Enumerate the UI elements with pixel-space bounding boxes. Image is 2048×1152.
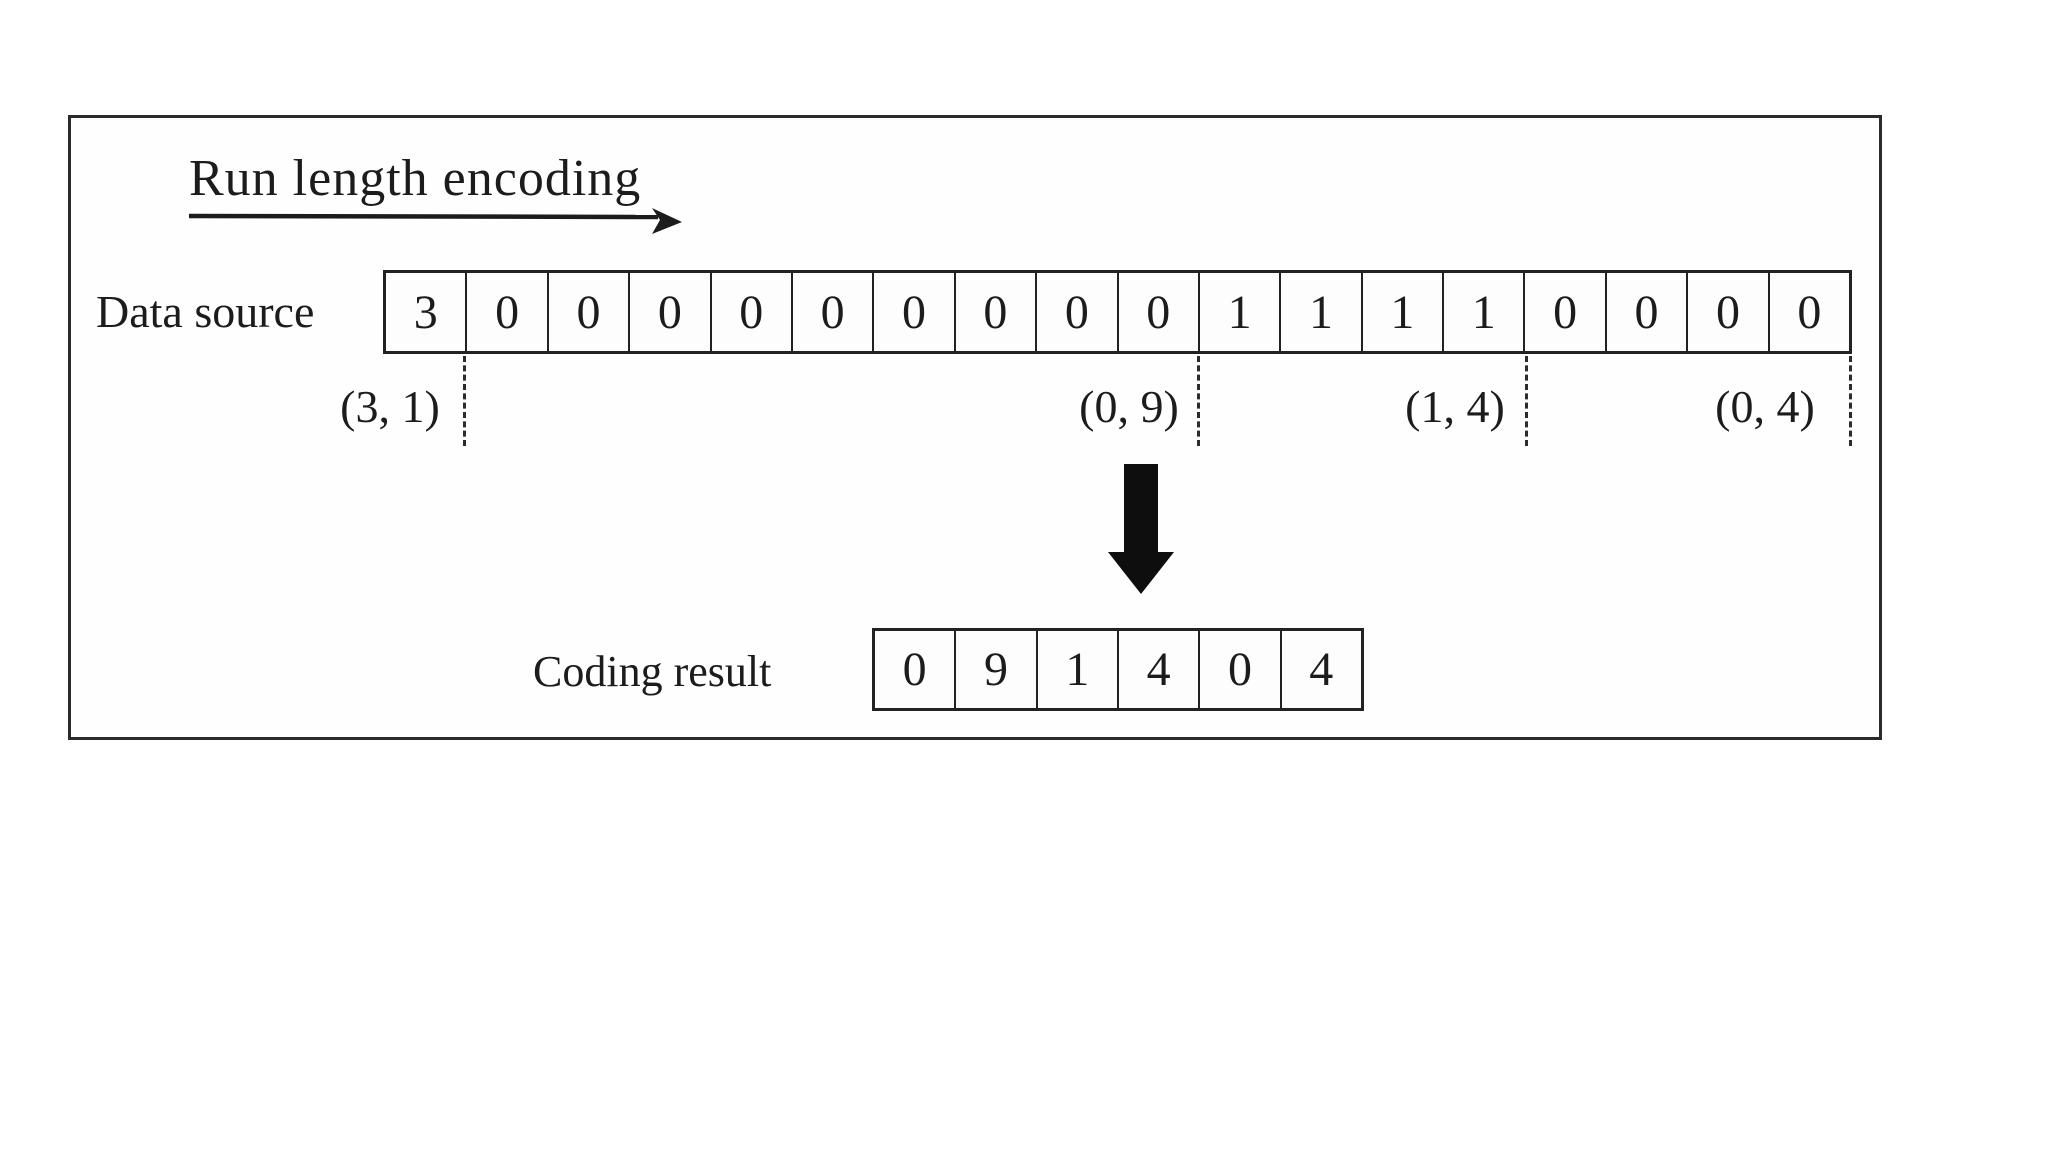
data-source-cell: 0 (1686, 273, 1767, 351)
run-separator-dashed-line (1849, 356, 1852, 446)
run-pair-label-3-1: (3, 1) (340, 381, 440, 432)
data-source-cell: 0 (1604, 273, 1686, 351)
coding-result-cell: 1 (1035, 631, 1117, 708)
run-separator-dashed-line (1525, 356, 1528, 446)
data-source-label: Data source (96, 286, 315, 337)
data-source-cell: 3 (413, 285, 438, 339)
data-source-cell: 1 (1360, 273, 1442, 351)
data-source-cell: 0 (628, 273, 709, 351)
data-source-cell: 0 (1523, 273, 1604, 351)
data-source-cell: 0 (953, 273, 1035, 351)
data-source-cell: 0 (872, 273, 953, 351)
data-source-cell: 0 (465, 273, 546, 351)
right-arrow-icon (188, 208, 682, 234)
coding-result-cell: 0 (1198, 631, 1279, 708)
run-pair-label-1-4: (1, 4) (1405, 381, 1505, 432)
data-source-row: 3 0 0 0 0 0 0 0 0 0 1 1 1 1 0 0 0 0 (383, 270, 1852, 354)
data-source-cell: 0 (790, 273, 872, 351)
down-arrow-icon (1108, 464, 1174, 594)
coding-result-cell: 4 (1116, 631, 1198, 708)
coding-result-cell: 9 (954, 631, 1035, 708)
down-arrow-shaft (1124, 464, 1158, 556)
run-separator-dashed-line (1197, 356, 1200, 446)
run-separator-dashed-line (463, 356, 466, 446)
coding-result-row: 0 9 1 4 0 4 (872, 628, 1364, 711)
data-source-cell: 0 (709, 273, 791, 351)
down-arrow-head (1108, 552, 1174, 594)
data-source-cell: 0 (1116, 273, 1198, 351)
figure-title: Run length encoding (189, 150, 642, 207)
data-source-cell: 0 (1035, 273, 1116, 351)
data-source-cell: 0 (546, 273, 628, 351)
run-pair-label-0-9: (0, 9) (1079, 381, 1179, 432)
data-source-cell: 1 (1279, 273, 1360, 351)
coding-result-cell: 4 (1279, 631, 1361, 708)
run-pair-label-0-4: (0, 4) (1715, 381, 1815, 432)
data-source-cell: 1 (1197, 273, 1279, 351)
data-source-cell: 1 (1442, 273, 1523, 351)
coding-result-cell: 0 (902, 643, 927, 696)
data-source-cell: 0 (1767, 273, 1849, 351)
coding-result-label: Coding result (533, 647, 772, 696)
